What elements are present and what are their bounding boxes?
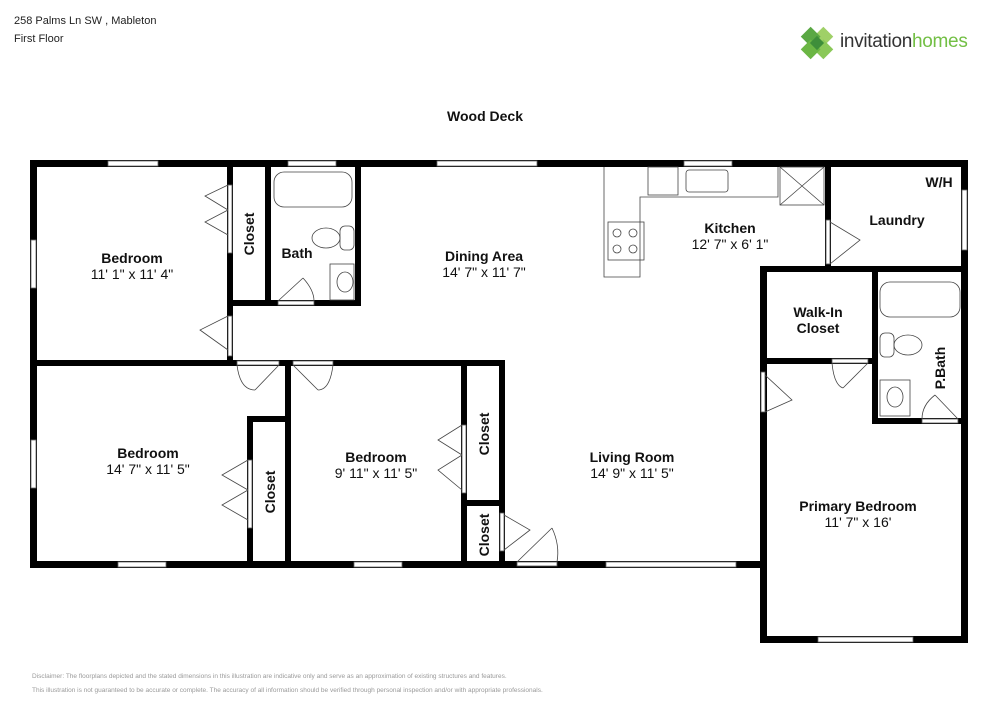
room-name: Kitchen [704,219,756,236]
room-bedroom-1: Bedroom 11' 1" x 11' 4" [91,250,173,282]
room-closet-2: Closet [262,470,278,514]
logo-word-invitation: invitation [840,31,912,52]
logo-wordmark: invitationhomes [840,31,968,53]
room-bedroom-3: Bedroom 9' 11" x 11' 5" [335,449,417,481]
room-bath: Bath [281,245,312,261]
room-closet-4: Closet [476,513,492,557]
wood-deck-label: Wood Deck [447,108,523,124]
room-note: W/H [925,173,953,190]
room-primary-bedroom: Primary Bedroom 11' 7" x 16' [799,498,916,530]
disclaimer-line-1: Disclaimer: The floorplans depicted and … [32,673,507,680]
room-dims: 14' 7" x 11' 5" [106,461,190,477]
room-name: Bedroom [345,448,407,465]
room-dims: 12' 7" x 6' 1" [691,236,769,252]
room-laundry: Laundry [869,212,924,228]
room-dims: 14' 9" x 11' 5" [590,465,674,481]
logo-word-homes: homes [912,31,968,52]
room-dims: 11' 7" x 16' [824,514,892,530]
room-p-bath: P.Bath [932,346,948,390]
disclaimer-line-2: This illustration is not guaranteed to b… [32,687,543,694]
property-address: 258 Palms Ln SW , Mableton [14,15,157,27]
room-walk-in-closet: Walk-In Closet [793,304,842,336]
room-bedroom-2: Bedroom 14' 7" x 11' 5" [106,445,190,477]
room-dims: 11' 1" x 11' 4" [90,266,174,282]
room-name-line2: Closet [796,320,840,336]
room-name: Bedroom [117,444,179,461]
room-name: Bedroom [101,249,163,266]
floor-label: First Floor [14,33,64,45]
water-heater-label: W/H [925,174,952,190]
room-name: Bath [281,244,313,261]
room-name: Living Room [589,448,675,465]
room-dims: 14' 7" x 11' 7" [442,264,526,280]
invitation-homes-logo: invitationhomes [798,24,983,62]
room-name: Dining Area [444,247,524,264]
room-closet-1: Closet [241,212,257,256]
room-closet-3: Closet [476,412,492,456]
room-name-line1: Walk-In [793,303,843,320]
room-dining-area: Dining Area 14' 7" x 11' 7" [442,248,526,280]
room-name: Primary Bedroom [799,497,917,514]
room-dims: 9' 11" x 11' 5" [334,465,418,481]
room-name: Laundry [869,211,925,228]
clover-logo-icon [800,26,834,60]
room-kitchen: Kitchen 12' 7" x 6' 1" [692,220,769,252]
room-living-room: Living Room 14' 9" x 11' 5" [590,449,675,481]
